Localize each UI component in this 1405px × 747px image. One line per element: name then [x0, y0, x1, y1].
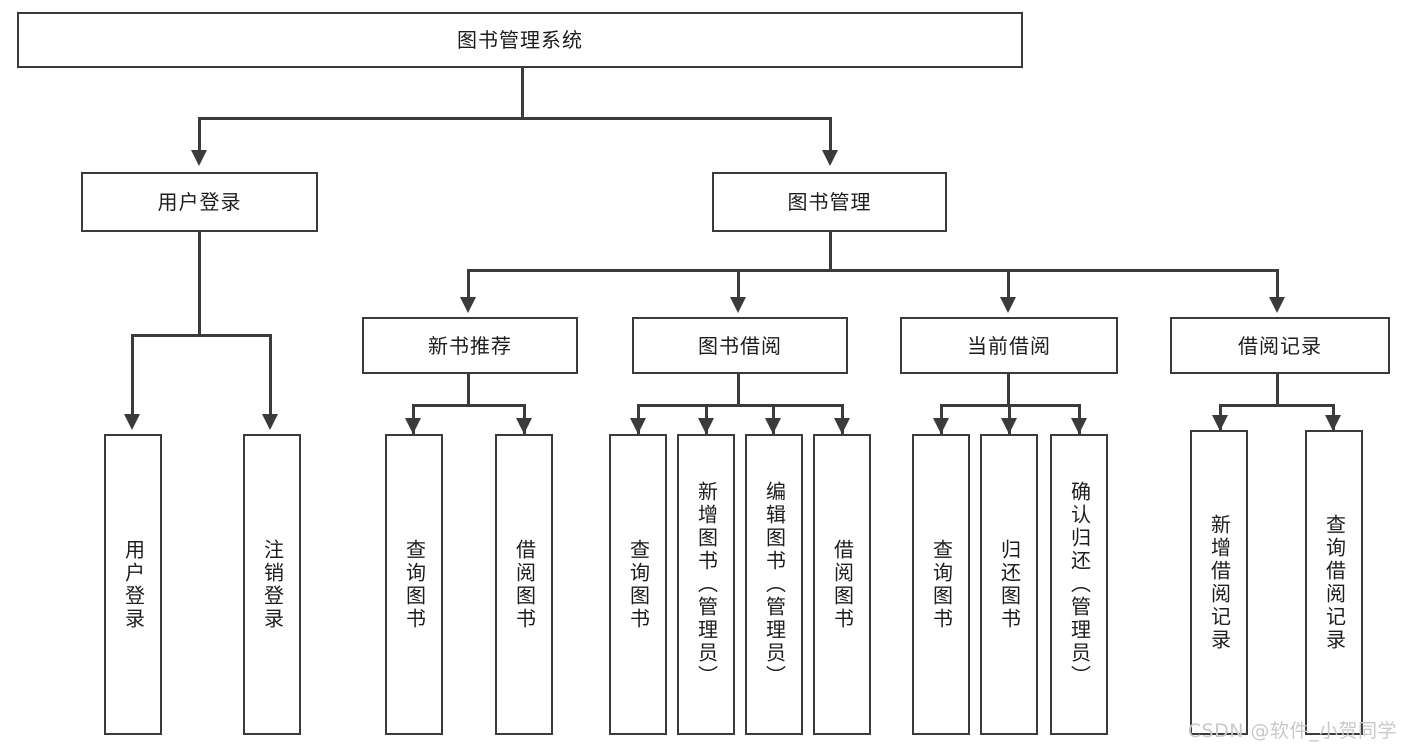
arrowhead-book-management [822, 150, 838, 166]
connector-bm-to-current-borrow [1007, 269, 1010, 299]
leaf-query-borrow-record[interactable]: 查询借阅记录 [1305, 430, 1363, 735]
leaf-user-login[interactable]: 用户登录 [104, 434, 162, 735]
connector-user-login-to-leaf-2 [269, 334, 272, 416]
connector-bm-to-book-borrow [737, 269, 740, 299]
node-label: 编辑图书（管理员） [762, 481, 787, 688]
leaf-add-book-admin[interactable]: 新增图书（管理员） [677, 434, 735, 735]
node-label: 查询借阅记录 [1322, 513, 1347, 652]
connector-bm-to-borrow-record [1276, 269, 1279, 299]
node-current-borrow[interactable]: 当前借阅 [900, 317, 1118, 374]
arrowhead-book-borrow [730, 297, 746, 313]
connector-book-management-stem [829, 232, 832, 270]
connector-bm-to-new-book [467, 269, 470, 299]
arrowhead-cb-leaf-2 [1001, 418, 1017, 434]
arrowhead-br-leaf-1 [1212, 415, 1228, 431]
leaf-borrow-book-nbr[interactable]: 借阅图书 [495, 434, 553, 735]
arrowhead-leaf-logout [262, 414, 278, 430]
connector-nbr-stem [467, 374, 470, 406]
arrowhead-bb-leaf-2 [698, 418, 714, 434]
node-label: 查询图书 [402, 538, 427, 631]
leaf-borrow-book-bb[interactable]: 借阅图书 [813, 434, 871, 735]
arrowhead-cb-leaf-1 [933, 418, 949, 434]
node-root-book-management-system[interactable]: 图书管理系统 [17, 12, 1023, 68]
connector-br-bar [1219, 404, 1335, 407]
arrowhead-nbr-leaf-2 [516, 418, 532, 434]
leaf-query-book-nbr[interactable]: 查询图书 [385, 434, 443, 735]
node-label: 归还图书 [997, 538, 1022, 631]
connector-user-login-stem [198, 232, 201, 336]
connector-book-management-bar [467, 269, 1279, 272]
node-label: 新增借阅记录 [1207, 513, 1232, 652]
node-borrow-record[interactable]: 借阅记录 [1170, 317, 1390, 374]
leaf-confirm-return-admin[interactable]: 确认归还（管理员） [1050, 434, 1108, 735]
arrowhead-bb-leaf-4 [834, 418, 850, 434]
node-label: 借阅图书 [512, 538, 537, 631]
arrowhead-new-book-recommend [460, 297, 476, 313]
leaf-edit-book-admin[interactable]: 编辑图书（管理员） [745, 434, 803, 735]
arrowhead-cb-leaf-3 [1071, 418, 1087, 434]
connector-root-stem [521, 68, 524, 118]
node-label: 用户登录 [157, 190, 242, 214]
node-label: 借阅图书 [830, 538, 855, 631]
node-book-borrow[interactable]: 图书借阅 [632, 317, 848, 374]
arrowhead-current-borrow [1000, 297, 1016, 313]
node-label: 用户登录 [121, 538, 146, 631]
arrowhead-borrow-record [1269, 297, 1285, 313]
arrowhead-bb-leaf-3 [765, 418, 781, 434]
node-label: 确认归还（管理员） [1067, 481, 1092, 688]
connector-root-bar [198, 117, 832, 120]
connector-user-login-bar [131, 334, 270, 337]
node-label: 图书借阅 [698, 333, 782, 358]
node-label: 新增图书（管理员） [694, 481, 719, 688]
leaf-query-book-cb[interactable]: 查询图书 [912, 434, 970, 735]
connector-cb-stem [1007, 374, 1010, 406]
arrowhead-br-leaf-2 [1325, 415, 1341, 431]
node-new-book-recommend[interactable]: 新书推荐 [362, 317, 578, 374]
connector-bb-stem [737, 374, 740, 406]
leaf-logout[interactable]: 注销登录 [243, 434, 301, 735]
node-label: 当前借阅 [967, 333, 1051, 358]
connector-user-login-to-leaf-1 [131, 334, 134, 416]
arrowhead-nbr-leaf-1 [405, 418, 421, 434]
connector-br-stem [1276, 374, 1279, 406]
connector-bb-bar [637, 404, 844, 407]
connector-nbr-bar [412, 404, 526, 407]
node-book-management[interactable]: 图书管理 [712, 172, 947, 232]
node-label: 图书管理 [787, 190, 872, 214]
node-label: 借阅记录 [1238, 333, 1322, 358]
arrowhead-bb-leaf-1 [630, 418, 646, 434]
node-user-login[interactable]: 用户登录 [81, 172, 318, 232]
node-label: 查询图书 [929, 538, 954, 631]
arrowhead-leaf-user-login [124, 414, 140, 430]
connector-root-to-book-management [829, 117, 832, 152]
node-label: 图书管理系统 [457, 28, 583, 52]
node-label: 查询图书 [626, 538, 651, 631]
node-label: 注销登录 [260, 538, 285, 631]
node-label: 新书推荐 [428, 333, 512, 358]
leaf-return-book[interactable]: 归还图书 [980, 434, 1038, 735]
arrowhead-user-login [191, 150, 207, 166]
connector-root-to-user-login [198, 117, 201, 152]
leaf-add-borrow-record[interactable]: 新增借阅记录 [1190, 430, 1248, 735]
leaf-query-book-bb[interactable]: 查询图书 [609, 434, 667, 735]
csdn-watermark: CSDN @软件_小贺同学 [1187, 720, 1397, 742]
